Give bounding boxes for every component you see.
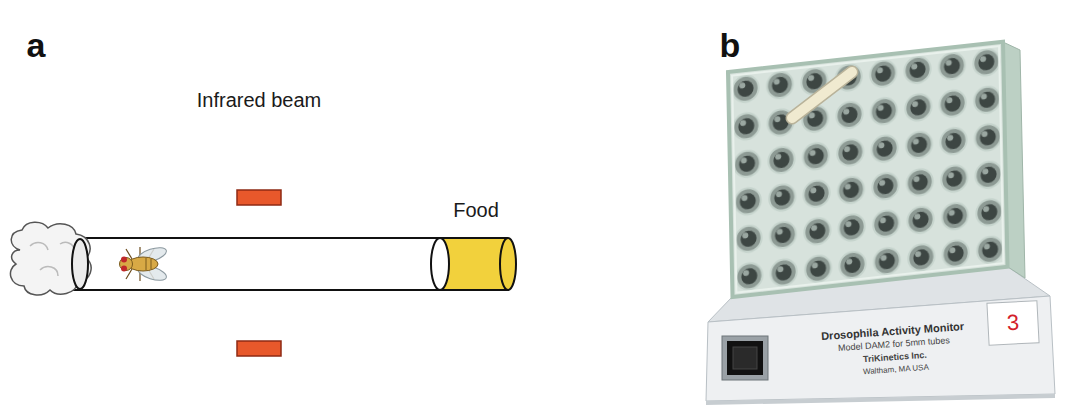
cotton-plug bbox=[10, 222, 91, 295]
beam-label: Infrared beam bbox=[197, 89, 322, 111]
infrared-beam bbox=[237, 190, 281, 356]
panel-letter: b bbox=[720, 27, 741, 64]
food-label: Food bbox=[453, 199, 499, 221]
activity-tube bbox=[70, 238, 516, 290]
activity-monitor bbox=[706, 42, 1055, 405]
panel-letter: a bbox=[27, 27, 46, 64]
fruit-fly bbox=[120, 245, 169, 284]
monitor-number: 3 bbox=[1006, 311, 1019, 336]
